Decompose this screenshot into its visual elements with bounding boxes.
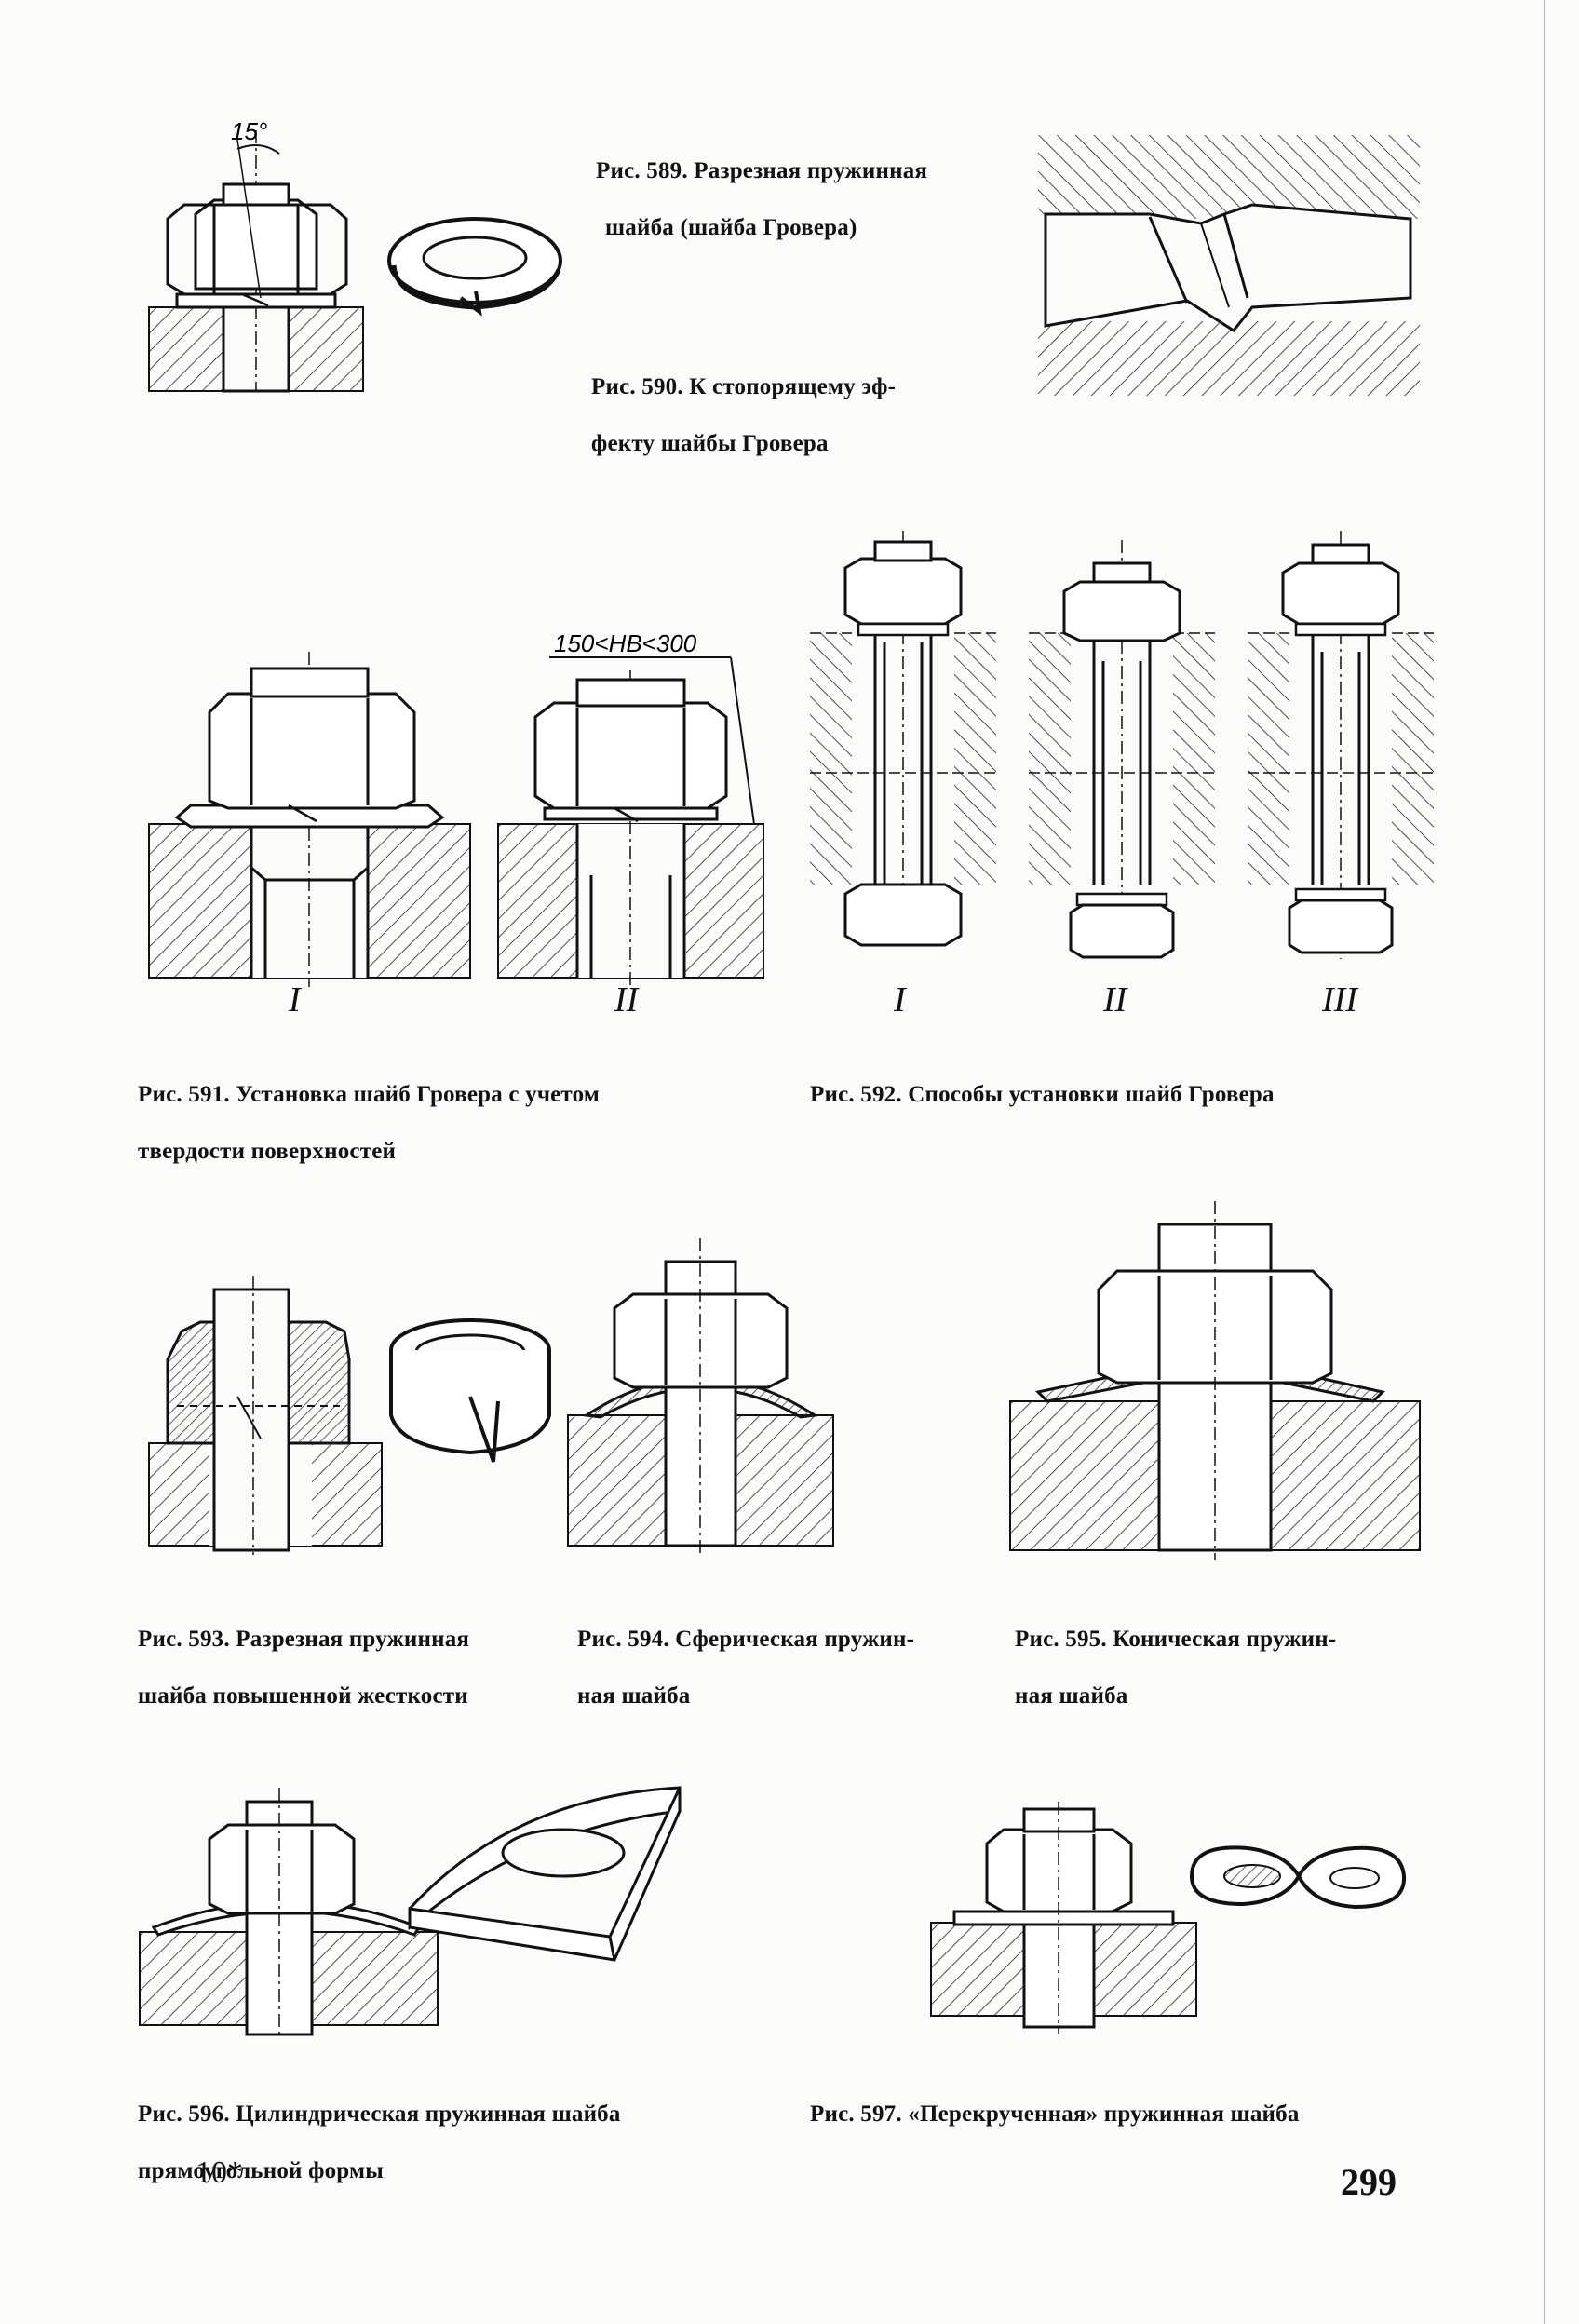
figure-592-label-III: III: [1322, 980, 1357, 1020]
caption-figure-592: Рис. 592. Способы установки шайб Гровера: [810, 1052, 1275, 1138]
caption-figure-594: Рис. 594. Сферическая пружин- ная шайба: [577, 1597, 914, 1739]
figure-592-label-II: II: [1103, 980, 1127, 1020]
figure-589-bolt-with-grover-washer: 15°: [148, 117, 364, 393]
figure-591-label-I: I: [289, 980, 301, 1020]
caption-figure-593: Рис. 593. Разрезная пружинная шайба повы…: [138, 1597, 469, 1739]
caption-line: фекту шайбы Гровера: [591, 430, 829, 456]
caption-line: Рис. 589. Разрезная пружинная: [596, 157, 928, 183]
caption-figure-597: Рис. 597. «Перекрученная» пружинная шайб…: [810, 2072, 1300, 2157]
caption-figure-589: Рис. 589. Разрезная пружинная шайба (шай…: [596, 128, 927, 271]
page-number: 299: [1341, 2161, 1397, 2203]
footer-signature-mark: 10*: [196, 2155, 243, 2190]
caption-line: шайба повышенной жесткости: [138, 1682, 468, 1709]
caption-figure-590: Рис. 590. К стопорящему эф- фекту шайбы …: [591, 345, 896, 487]
figure-595-conical-washer: [1009, 1201, 1421, 1560]
caption-line: ная шайба: [577, 1682, 691, 1709]
caption-line: Рис. 597. «Перекрученная» пружинная шайб…: [810, 2101, 1300, 2127]
angle-annotation: 15°: [231, 117, 267, 145]
figure-596-cylindrical-washer: [139, 1788, 439, 2039]
caption-line: Рис. 591. Установка шайб Гровера с учето…: [138, 1081, 601, 1107]
caption-line: Рис. 596. Цилиндрическая пружинная шайба: [138, 2101, 621, 2127]
figure-596-rectangular-washer: [408, 1786, 682, 1962]
hardness-annotation: 150<HB<300: [554, 629, 697, 657]
caption-line: прямоугольной формы: [138, 2157, 384, 2183]
figure-591-assembly-I: [148, 652, 471, 987]
caption-line: Рис. 593. Разрезная пружинная: [138, 1626, 470, 1652]
figure-592-label-I: I: [894, 980, 906, 1020]
caption-line: Рис. 590. К стопорящему эф-: [591, 373, 897, 399]
page-edge-line: [1544, 0, 1545, 2324]
caption-figure-591: Рис. 591. Установка шайб Гровера с учето…: [138, 1052, 600, 1195]
caption-line: Рис. 595. Коническая пружин-: [1015, 1626, 1337, 1652]
caption-figure-595: Рис. 595. Коническая пружин- ная шайба: [1015, 1597, 1336, 1739]
figure-589-split-washer: [387, 217, 562, 317]
figure-591-assembly-II: 150<HB<300: [497, 629, 764, 987]
variant-I-assembly: [810, 531, 996, 950]
figure-590-washer-cut-section: [1038, 135, 1420, 396]
variant-II-assembly: [1029, 540, 1215, 959]
caption-figure-596: Рис. 596. Цилиндрическая пружинная шайба…: [138, 2072, 621, 2214]
caption-line: Рис. 592. Способы установки шайб Гровера: [810, 1081, 1275, 1107]
figure-592-variants: [810, 531, 1434, 959]
figure-593-washer: [389, 1318, 551, 1463]
figure-597-twisted-washer-assembly: [930, 1802, 1197, 2034]
caption-line: Рис. 594. Сферическая пружин-: [577, 1626, 915, 1652]
figure-593-rigid-split-washer: [148, 1276, 383, 1555]
figure-594-spherical-washer: [567, 1238, 834, 1555]
caption-line: ная шайба: [1015, 1682, 1128, 1709]
figure-597-twisted-washer: [1189, 1845, 1407, 1910]
caption-line: шайба (шайба Гровера): [605, 214, 857, 240]
variant-III-assembly: [1248, 531, 1434, 959]
caption-line: твердости поверхностей: [138, 1138, 397, 1164]
figure-591-label-II: II: [614, 980, 639, 1020]
